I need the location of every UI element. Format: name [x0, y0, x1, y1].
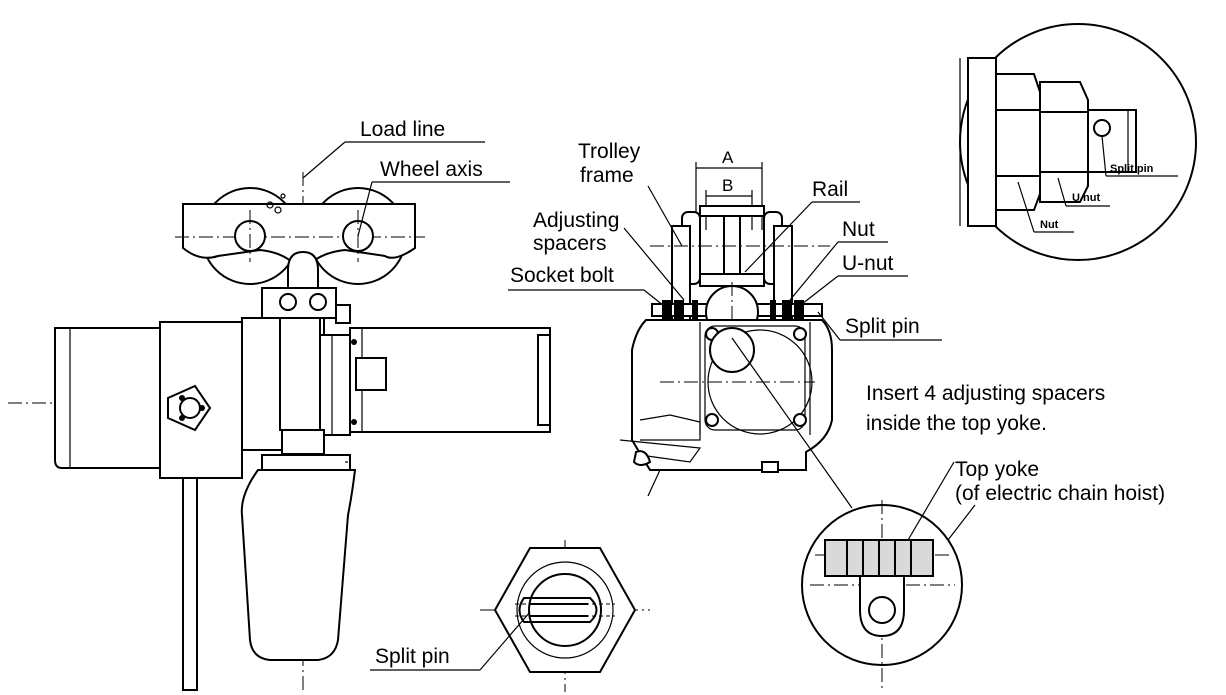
- trolley-frame-text-2: frame: [580, 164, 634, 187]
- insert-note-text-1: Insert 4 adjusting spacers: [866, 382, 1105, 405]
- label-nut: Nut: [789, 218, 888, 301]
- adjusting-spacers-text-2: spacers: [533, 232, 607, 255]
- load-line-text: Load line: [360, 118, 445, 141]
- label-split-pin-mid: Split pin: [817, 311, 942, 341]
- adjusting-spacers-text-1: Adjusting: [533, 209, 619, 232]
- detail-u-nut-text: U nut: [1072, 192, 1100, 204]
- detail-split-pin-text: Split pin: [1110, 163, 1154, 175]
- label-insert-note: Insert 4 adjusting spacers inside the to…: [866, 382, 1105, 435]
- adjusting-spacers-stack: [662, 300, 804, 320]
- wheel-axis-text: Wheel axis: [380, 158, 483, 181]
- rail-text: Rail: [812, 178, 848, 201]
- side-view-hoist: [8, 172, 551, 691]
- label-socket-bolt: Socket bolt: [508, 264, 665, 307]
- u-nut-text: U-nut: [842, 252, 894, 275]
- label-load-line: Load line: [302, 118, 485, 179]
- front-view-trolley: A B: [619, 148, 833, 497]
- split-pin-bottom-text: Split pin: [375, 645, 450, 668]
- nut-text: Nut: [842, 218, 875, 241]
- label-top-yoke: Top yoke (of electric chain hoist): [907, 458, 1165, 541]
- insert-note-text-2: inside the top yoke.: [866, 412, 1047, 435]
- label-trolley-frame: Trolley frame: [578, 140, 683, 247]
- top-yoke-text-1: Top yoke: [955, 458, 1039, 481]
- detail-nut-text: Nut: [1040, 219, 1059, 231]
- label-u-nut: U-nut: [801, 252, 908, 305]
- dimension-a-label: A: [722, 148, 734, 167]
- bolt-nut-detail: Split pin U nut Nut: [959, 23, 1197, 261]
- label-rail: Rail: [744, 178, 860, 273]
- label-wheel-axis: Wheel axis: [357, 158, 510, 237]
- hex-nut-split-pin-detail: Split pin: [370, 540, 650, 692]
- dimension-b-label: B: [722, 176, 733, 195]
- top-yoke-text-2: (of electric chain hoist): [955, 482, 1165, 505]
- trolley-frame-text-1: Trolley: [578, 140, 641, 163]
- label-adjusting-spacers: Adjusting spacers: [533, 209, 685, 301]
- split-pin-mid-text: Split pin: [845, 315, 920, 338]
- socket-bolt-text: Socket bolt: [510, 264, 614, 287]
- top-yoke-detail: [801, 500, 963, 690]
